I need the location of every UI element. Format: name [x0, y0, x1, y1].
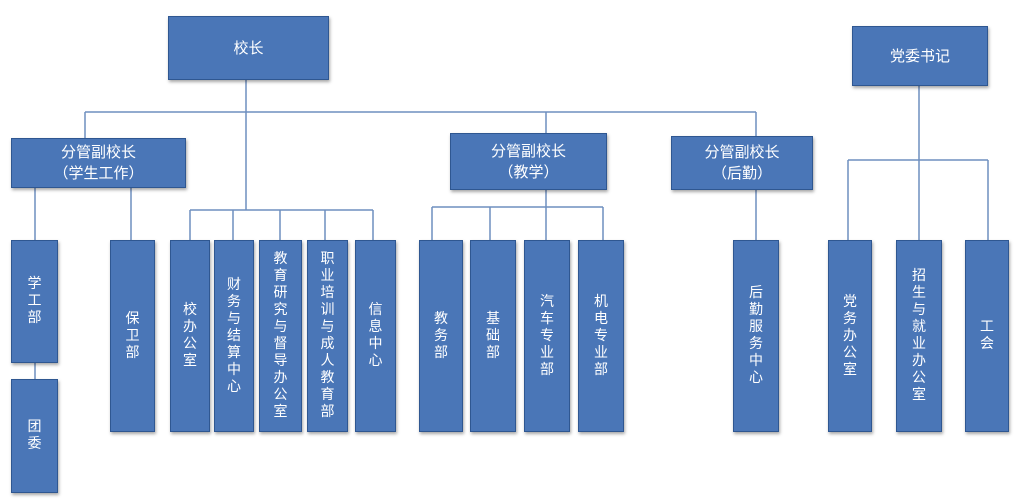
vp-logistics-box: 分管副校长 （后勤） — [671, 136, 813, 190]
dept-party-office: 党务办公室 — [828, 240, 872, 432]
dept-electromechanical: 机电专业部 — [578, 240, 624, 432]
vp-student-scope: （学生工作） — [53, 164, 144, 182]
principal-box: 校长 — [168, 16, 329, 80]
dept-vocational: 职业培训与成人教育部 — [307, 240, 348, 432]
vp-teaching-box: 分管副校长 （教学） — [450, 133, 607, 190]
principal-label: 校长 — [233, 38, 264, 57]
dept-research-office: 教育研究与督导办公室 — [259, 240, 302, 432]
vp-logistics-scope: （后勤） — [711, 164, 772, 182]
dept-student-affairs: 学工部 — [11, 240, 58, 363]
dept-info-center: 信息中心 — [355, 240, 396, 432]
dept-principal-office: 校办公室 — [170, 240, 210, 432]
vp-teaching-scope: （教学） — [498, 162, 559, 181]
vp-student-title: 分管副校长 — [60, 143, 136, 161]
dept-admission-office: 招生与就业办公室 — [896, 240, 942, 432]
dept-finance-center: 财务与结算中心 — [214, 240, 254, 432]
dept-youth-league: 团委 — [11, 379, 58, 493]
dept-logistics-center: 后勤服务中心 — [733, 240, 779, 432]
dept-academic-affairs: 教务部 — [419, 240, 463, 432]
dept-security: 保卫部 — [110, 240, 155, 432]
party-secretary-box: 党委书记 — [852, 26, 988, 86]
vp-teaching-title: 分管副校长 — [490, 141, 566, 160]
vp-student-affairs-box: 分管副校长 （学生工作） — [11, 138, 186, 188]
vp-logistics-title: 分管副校长 — [704, 143, 780, 161]
party-secretary-label: 党委书记 — [889, 46, 950, 65]
dept-automotive: 汽车专业部 — [524, 240, 570, 432]
dept-foundation: 基础部 — [470, 240, 516, 432]
dept-trade-union: 工会 — [965, 240, 1009, 432]
